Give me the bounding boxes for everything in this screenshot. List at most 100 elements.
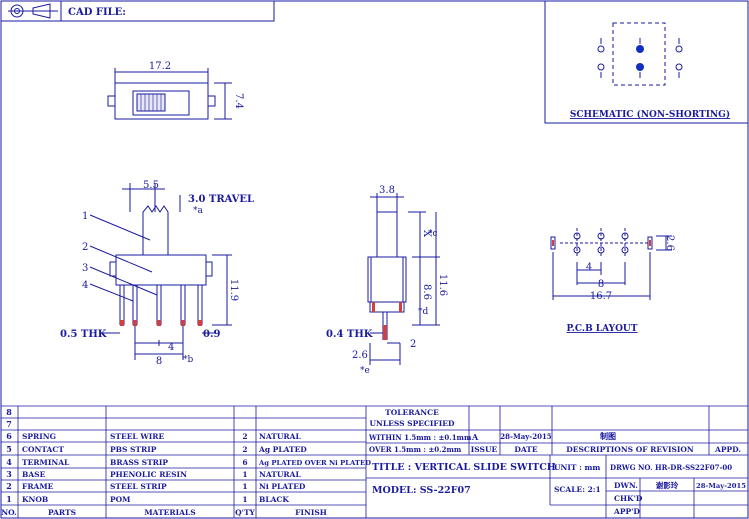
bom-material: POM (110, 495, 130, 504)
bom-no: 5 (6, 444, 12, 454)
bom-qty: 2 (242, 445, 247, 454)
dim-pitch-8: 8 (156, 356, 162, 367)
dim-thk-terminal: 0.5 THK (60, 329, 107, 340)
cad-file-label: CAD FILE: (68, 7, 126, 18)
bom-material: BRASS STRIP (110, 458, 168, 467)
bom-no: 4 (6, 457, 12, 467)
bom-no: 2 (6, 481, 12, 491)
dwn-date: 28-May-2015 (696, 482, 746, 490)
bom-material: STEEL WIRE (110, 432, 164, 441)
bom-part: CONTACT (22, 445, 64, 454)
revision-block: A 28-May-2015 制图 ISSUE DATE DESCRIPTIONS… (471, 431, 741, 454)
bom-part: KNOB (22, 495, 48, 504)
dim-side-86: 8.6 (421, 284, 432, 300)
callout-4: 4 (82, 280, 88, 291)
schematic-label: SCHEMATIC (NON-SHORTING) (570, 109, 730, 120)
scale-label: SCALE: 2:1 (554, 485, 601, 494)
pcb-label: P.C.B LAYOUT (567, 324, 638, 334)
tolerance-line2: OVER 1.5mm : ±0.2mm (369, 445, 462, 454)
common-contact-dot (636, 45, 644, 53)
tolerance-title: TOLERANCE (385, 408, 439, 417)
revision-header-appd: APPD. (714, 445, 741, 454)
projection-symbol-icon (8, 3, 58, 19)
bom-qty: 1 (242, 470, 247, 479)
bom-part: SPRING (22, 432, 56, 441)
bom-qty: 1 (242, 482, 247, 491)
bom-finish: NATURAL (259, 470, 301, 479)
dim-pcb-4: 4 (586, 262, 592, 273)
dim-side-thk: 0.4 THK (326, 329, 373, 340)
title-block: TITLE : VERTICAL SLIDE SWITCH MODEL: SS-… (372, 462, 746, 516)
drawing-number: DRWG NO. HR-DR-SS22F07-00 (610, 463, 732, 472)
revision-header-issue: ISSUE (471, 445, 498, 454)
appd-label: APP'D (613, 507, 640, 516)
dwn-name: 谢影玲 (656, 480, 679, 490)
bom-no: 8 (6, 407, 12, 417)
side-pin-tips (372, 302, 402, 340)
callout-2: 2 (82, 242, 88, 253)
bom-header-finish: FINISH (295, 508, 327, 517)
dim-side-width: 3.8 (379, 185, 395, 196)
tolerance-subtitle: UNLESS SPECIFIED (370, 419, 455, 428)
tolerance-block: TOLERANCE UNLESS SPECIFIED WITHIN 1.5mm … (368, 408, 472, 454)
cad-file-block: CAD FILE: (0, 0, 275, 22)
dim-travel: 3.0 TRAVEL (188, 194, 254, 205)
bom-no: 7 (6, 419, 12, 429)
bom-qty: 6 (242, 458, 247, 467)
dim-front-pitch: 5.5 (143, 180, 159, 191)
bom-finish: Ag PLATED (258, 445, 307, 454)
dim-ref-b: *b (183, 355, 194, 365)
callout-leaders (89, 214, 158, 302)
callout-3: 3 (82, 263, 88, 274)
chkd-label: CHK'D (614, 494, 643, 503)
bom-material: PBS STRIP (110, 445, 157, 454)
dim-side-116: 11.6 (437, 274, 448, 296)
dim-side-x: X (421, 230, 432, 238)
model-number: MODEL: SS-22F07 (372, 485, 471, 496)
dim-side-26: 2.6 (352, 350, 368, 361)
top-view (107, 68, 232, 120)
pcb-pad-markers (552, 240, 651, 246)
bom-header-no: NO. (1, 508, 17, 517)
common-contact-dot (636, 63, 644, 71)
unit-label: UNIT : mm (554, 463, 600, 472)
revision-header-date: DATE (514, 445, 537, 454)
pcb-layout (550, 228, 672, 300)
revision-description: 制图 (600, 431, 616, 441)
dim-pcb-8: 8 (598, 279, 604, 290)
bom-part: BASE (22, 470, 46, 479)
bom-finish: BLACK (259, 495, 289, 504)
dim-travel-ref: *a (193, 206, 204, 216)
front-view (100, 183, 232, 360)
bom-part: FRAME (22, 482, 54, 491)
bom-header-materials: MATERIALS (144, 508, 195, 517)
dim-side-c: *c (428, 229, 438, 239)
side-view (367, 193, 440, 365)
bom-qty: 2 (242, 432, 247, 441)
bom-no: 1 (6, 494, 12, 504)
bom-header-parts: PARTS (48, 508, 76, 517)
dim-top-height: 7.4 (233, 93, 244, 109)
bom-no: 6 (6, 431, 12, 441)
bom-material: STEEL STRIP (110, 482, 167, 491)
bom-material: PHENOLIC RESIN (110, 470, 187, 479)
bom-table: 8 7 6 SPRING STEEL WIRE 2 NATURAL 5 CONT… (1, 407, 371, 517)
tolerance-line1: WITHIN 1.5mm : ±0.1mm (368, 433, 472, 442)
dim-pin-width: 0.9 (203, 329, 220, 340)
bom-finish: Ni PLATED (259, 482, 306, 491)
bom-part: TERMINAL (22, 458, 70, 467)
dim-pitch-4: 4 (168, 342, 174, 353)
bottom-grid (1, 405, 748, 518)
bom-finish: Ag PLATED OVER Ni PLATED (258, 459, 371, 467)
bom-no: 3 (6, 469, 12, 479)
revision-header-desc: DESCRIPTIONS OF REVISION (566, 445, 694, 454)
bom-qty: 1 (242, 495, 247, 504)
callout-1: 1 (82, 211, 88, 222)
schematic-panel: SCHEMATIC (NON-SHORTING) (544, 0, 749, 124)
revision-date: 28-May-2015 (500, 432, 552, 441)
pin-tips (120, 320, 202, 326)
revision-issue: A (471, 432, 479, 442)
dim-side-d: *d (418, 307, 429, 317)
bom-finish: NATURAL (259, 432, 301, 441)
